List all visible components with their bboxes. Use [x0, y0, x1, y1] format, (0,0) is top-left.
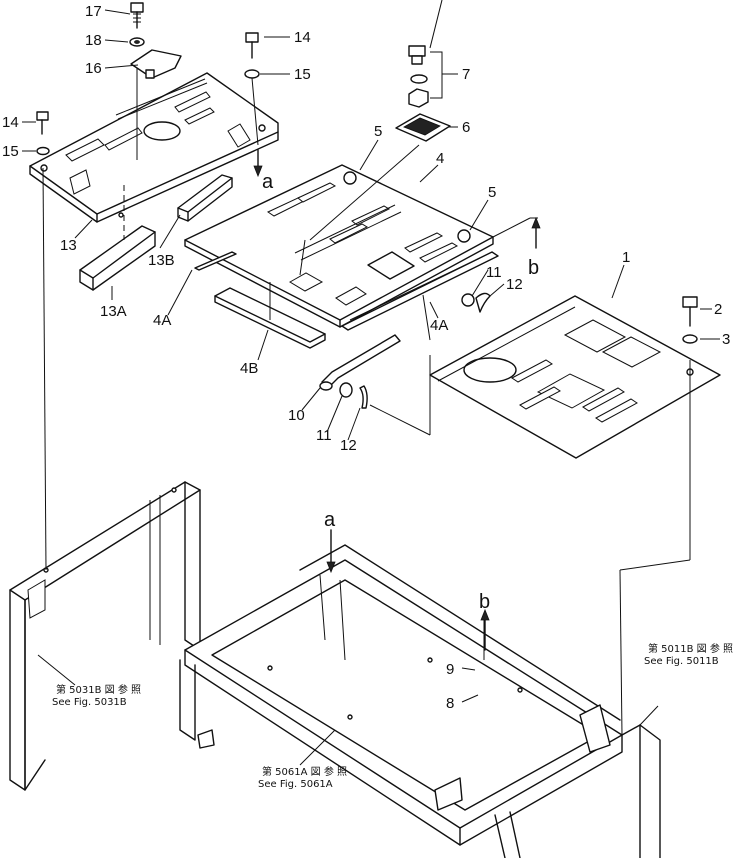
callout-16: 16	[85, 60, 102, 77]
rail-4a-left	[194, 251, 237, 271]
ref-bottom-jp: 第 5061A 図 参 照	[262, 765, 347, 778]
ref-left-en: See Fig. 5031B	[52, 697, 127, 708]
callout-4a-right: 4A	[430, 317, 448, 334]
callout-13b: 13B	[148, 252, 175, 269]
callout-leaders	[22, 0, 720, 766]
rubber-13b	[177, 174, 233, 222]
bolt-17	[130, 2, 144, 29]
callout-14-top: 14	[294, 29, 311, 46]
callout-7: 7	[462, 66, 470, 83]
pin-12-bottom	[359, 385, 368, 409]
ref-right-en: See Fig. 5011B	[644, 656, 719, 667]
callout-11-top: 11	[486, 264, 502, 281]
callout-13a: 13A	[100, 303, 127, 320]
view-b-top: b	[528, 257, 539, 279]
callout-12-top: 12	[506, 276, 523, 293]
rail-4a-right	[341, 251, 499, 331]
washer-3	[682, 334, 698, 344]
rubber-13a	[79, 225, 156, 291]
cab-frame-left	[9, 481, 201, 791]
bolt-14-left	[36, 111, 49, 135]
view-arrows	[253, 149, 541, 651]
callout-13: 13	[60, 237, 77, 254]
callout-12-bottom: 12	[340, 437, 357, 454]
callout-15-left: 15	[2, 143, 19, 160]
callout-4: 4	[436, 150, 444, 167]
washer-15-top	[244, 69, 260, 79]
ref-left-jp: 第 5031B 図 参 照	[56, 683, 141, 696]
figure-references: 第 5031B 図 参 照 See Fig. 5031B 第 5011B 図 参…	[52, 642, 733, 790]
callout-9: 9	[446, 661, 454, 678]
cap-16	[130, 49, 182, 79]
callout-14-left: 14	[2, 114, 19, 131]
cab-frame-right	[494, 724, 661, 858]
callout-11-bottom: 11	[316, 427, 332, 444]
callout-2: 2	[714, 301, 722, 318]
ref-right-jp: 第 5011B 図 参 照	[648, 642, 733, 655]
view-a-top: a	[262, 171, 274, 193]
grommet-6	[395, 113, 451, 142]
callout-8: 8	[446, 695, 454, 712]
ref-bottom-en: See Fig. 5061A	[258, 779, 333, 790]
alignment-lines	[42, 68, 691, 736]
washer-18	[129, 37, 145, 47]
washer-15-left	[36, 146, 50, 156]
pin-12-top	[475, 292, 491, 313]
callout-4a-left: 4A	[153, 312, 171, 329]
callout-3: 3	[722, 331, 730, 348]
view-a-frame: a	[324, 509, 336, 531]
rod-10	[319, 334, 401, 391]
washer-11-bottom	[339, 382, 353, 398]
washer-11-top	[461, 293, 475, 307]
callout-5-left: 5	[374, 123, 382, 140]
callout-18: 18	[85, 32, 102, 49]
callout-15-top: 15	[294, 66, 311, 83]
cover-13	[29, 72, 279, 223]
bolt-14-top	[245, 32, 259, 59]
callout-1: 1	[622, 249, 630, 266]
callout-labels: 17 18 16 14 15 14 15 7 6 5 4 5 1 2 3 13 …	[2, 3, 730, 712]
callout-17: 17	[85, 3, 102, 20]
callout-4b: 4B	[240, 360, 258, 377]
cab-frame-main	[179, 544, 623, 846]
callout-5-right: 5	[488, 184, 496, 201]
bolt-2	[682, 296, 698, 327]
view-b-frame: b	[479, 591, 490, 613]
knob-7	[408, 45, 429, 108]
callout-10: 10	[288, 407, 305, 424]
callout-6: 6	[462, 119, 470, 136]
plate-1	[429, 295, 721, 459]
view-letters: a b a b	[262, 171, 539, 613]
